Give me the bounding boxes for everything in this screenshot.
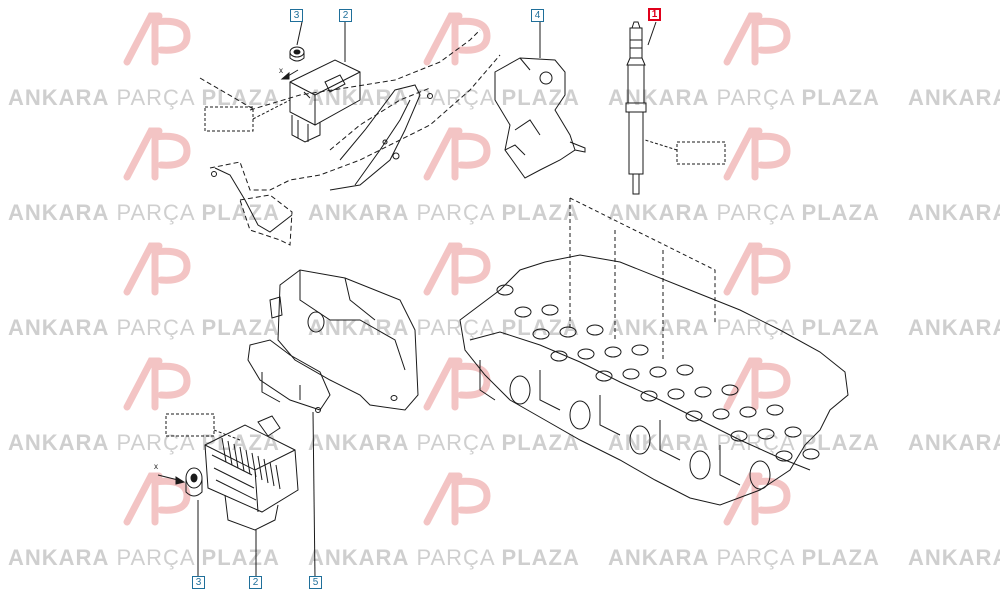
- watermark-logo: [423, 357, 491, 411]
- callout-support-bracket[interactable]: 5: [309, 576, 322, 589]
- upper-mounting-arm: [211, 84, 433, 233]
- glow-plug: [625, 21, 657, 195]
- callout-relay-lower[interactable]: 2: [249, 576, 262, 589]
- valve-port: [631, 344, 649, 356]
- watermark-logos: [123, 12, 791, 526]
- x-marker-lower: x: [154, 462, 158, 471]
- valve-port: [550, 350, 568, 362]
- watermark-logo: [123, 472, 191, 526]
- cooling-fin: [245, 449, 251, 475]
- valve-port: [640, 390, 658, 402]
- lower-glow-relay: [204, 415, 299, 576]
- head-valve-ports: [496, 284, 820, 462]
- injector-bracket: [494, 22, 586, 179]
- valve-port: [577, 348, 595, 360]
- valve-port: [766, 404, 784, 416]
- watermark-logo: [123, 127, 191, 181]
- valve-port: [667, 388, 685, 400]
- upper-nut: [289, 46, 305, 62]
- watermark-logo: [723, 357, 791, 411]
- valve-port: [622, 368, 640, 380]
- valve-port: [784, 426, 802, 438]
- valve-port: [694, 386, 712, 398]
- cooling-fin: [275, 464, 281, 490]
- watermark-logo: [423, 12, 491, 66]
- cylinder-head: [459, 254, 849, 506]
- upper-glow-relay: [289, 59, 361, 143]
- x-marker-upper: x: [279, 66, 283, 75]
- relay-cooling-fins: [221, 437, 281, 490]
- valve-port: [559, 326, 577, 338]
- valve-port: [685, 410, 703, 422]
- cooling-fin: [257, 455, 263, 481]
- valve-port: [721, 384, 739, 396]
- insertion-guide: [569, 197, 716, 360]
- callout-nut-lower[interactable]: 3: [192, 576, 205, 589]
- lower-support-bracket: [247, 269, 419, 579]
- valve-port: [496, 284, 514, 296]
- valve-port: [532, 328, 550, 340]
- cooling-fin: [269, 461, 275, 487]
- valve-port: [739, 406, 757, 418]
- cooling-fin: [221, 437, 227, 463]
- valve-port: [775, 450, 793, 462]
- cooling-fin: [263, 458, 269, 484]
- upper-mounting-plate: [199, 29, 501, 246]
- watermark-logo: [723, 242, 791, 296]
- valve-port: [757, 428, 775, 440]
- watermark-logo: [423, 127, 491, 181]
- watermark-logo: [723, 12, 791, 66]
- cooling-fin: [233, 443, 239, 469]
- callout-bracket[interactable]: 4: [531, 9, 544, 22]
- watermark-logo: [123, 12, 191, 66]
- valve-port: [586, 324, 604, 336]
- upper-x-leader: [280, 69, 299, 80]
- lower-x-leader: [157, 474, 186, 485]
- cooling-fin: [227, 440, 233, 466]
- watermark-logo: [723, 472, 791, 526]
- watermark-logo: [123, 242, 191, 296]
- valve-port: [730, 430, 748, 442]
- watermark-logo: [723, 127, 791, 181]
- callout-glow-plug[interactable]: 1: [648, 8, 661, 21]
- cooling-fin: [239, 446, 245, 472]
- valve-port: [541, 304, 559, 316]
- valve-port: [649, 366, 667, 378]
- watermark-logo: [423, 242, 491, 296]
- valve-port: [676, 364, 694, 376]
- valve-port: [712, 408, 730, 420]
- valve-port: [802, 448, 820, 460]
- cooling-fin: [251, 452, 257, 478]
- watermark-logo: [423, 472, 491, 526]
- callout-relay-upper[interactable]: 2: [339, 9, 352, 22]
- watermark-logo: [123, 357, 191, 411]
- callout-nut-upper[interactable]: 3: [290, 9, 303, 22]
- valve-port: [595, 370, 613, 382]
- valve-port: [514, 306, 532, 318]
- lower-nut: [185, 467, 203, 576]
- valve-port: [604, 346, 622, 358]
